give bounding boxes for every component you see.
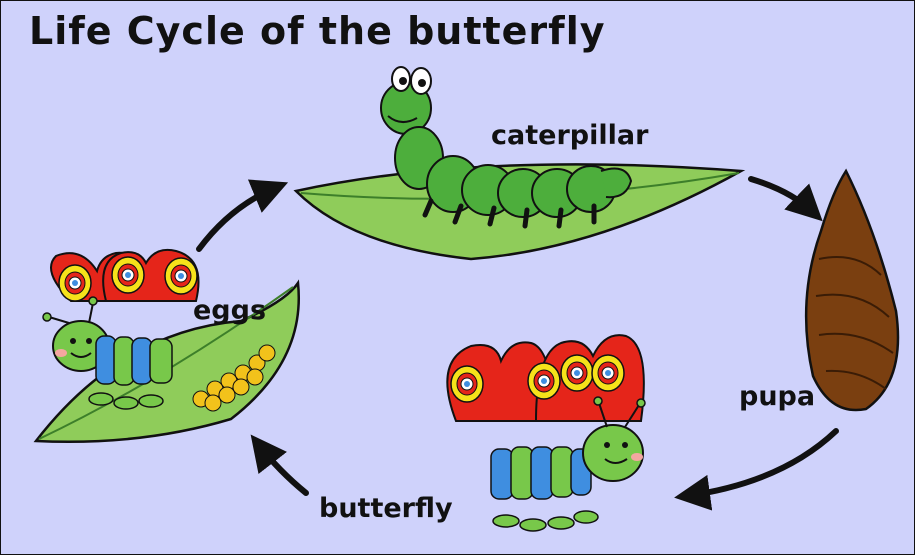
eggs-label: eggs [193,295,266,326]
arrow-butterfly-to-eggs [258,444,306,493]
arrow-eggs-to-caterpillar [199,187,277,249]
diagram-title: Life Cycle of the butterfly [29,9,606,53]
pupa-illustration [806,171,898,410]
arrow-caterpillar-to-pupa [751,179,814,213]
arrow-pupa-to-butterfly [686,431,836,496]
pupa-label: pupa [739,381,815,412]
butterfly-label: butterfly [319,493,453,524]
butterfly-adult-illustration [447,335,645,531]
caterpillar-label: caterpillar [491,120,648,151]
